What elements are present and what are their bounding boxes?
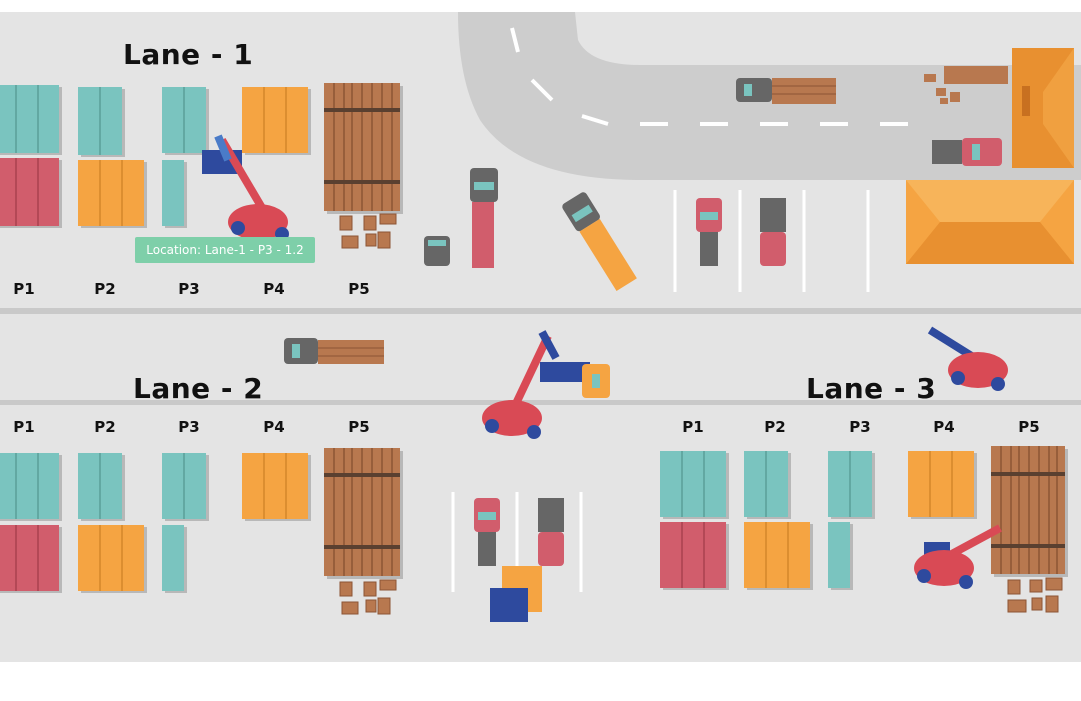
stack-lane3-p1[interactable] bbox=[660, 451, 729, 590]
lane-2-position-label: P4 bbox=[263, 418, 285, 436]
stack-lane1-p5[interactable] bbox=[324, 83, 403, 249]
lane-1-position-label: P4 bbox=[263, 280, 285, 298]
stack-lane2-p1[interactable] bbox=[0, 453, 62, 593]
location-tooltip: Location: Lane-1 - P3 - 1.2 bbox=[135, 237, 315, 263]
stack-lane2-p2[interactable] bbox=[78, 453, 147, 593]
lane-2-position-label: P5 bbox=[348, 418, 370, 436]
stack-lane1-p4[interactable] bbox=[242, 87, 311, 155]
lane-2-position-label: P2 bbox=[94, 418, 116, 436]
lane-3-position-label: P1 bbox=[682, 418, 704, 436]
lane-1-position-label: P2 bbox=[94, 280, 116, 298]
lane-3-position-label: P4 bbox=[933, 418, 955, 436]
parking-lines bbox=[451, 190, 870, 592]
lane-2-position-label: P1 bbox=[13, 418, 35, 436]
stack-lane3-p5[interactable] bbox=[991, 446, 1068, 613]
lane-1-stacks bbox=[0, 83, 403, 249]
stack-lane3-p2[interactable] bbox=[744, 451, 813, 590]
truck-icon[interactable] bbox=[284, 66, 1008, 566]
stack-lane1-p1[interactable] bbox=[0, 85, 62, 228]
lane-1-position-label: P3 bbox=[178, 280, 200, 298]
lane-3-stacks bbox=[660, 446, 1068, 613]
stack-lane2-p4[interactable] bbox=[242, 453, 311, 521]
lane-1-title: Lane - 1 bbox=[123, 38, 254, 71]
lane-2-position-label: P3 bbox=[178, 418, 200, 436]
reach-stacker-icon[interactable] bbox=[202, 134, 1008, 589]
lane-divider-2 bbox=[0, 400, 1081, 405]
lane-3-position-label: P5 bbox=[1018, 418, 1040, 436]
lane-1-position-label: P5 bbox=[348, 280, 370, 298]
stack-lane2-p5[interactable] bbox=[324, 448, 403, 615]
lane-divider-1 bbox=[0, 308, 1081, 314]
stack-lane1-p3[interactable] bbox=[162, 87, 209, 228]
lane-2-title: Lane - 2 bbox=[133, 372, 264, 405]
stack-lane3-p3[interactable] bbox=[828, 451, 875, 590]
lane-3-position-label: P3 bbox=[849, 418, 871, 436]
container-icon[interactable] bbox=[490, 566, 542, 622]
lane-1-position-label: P1 bbox=[13, 280, 35, 298]
stack-lane1-p2[interactable] bbox=[78, 87, 147, 228]
warehouse-icon[interactable] bbox=[906, 48, 1074, 264]
lane-3-title: Lane - 3 bbox=[806, 372, 937, 405]
lane-3-position-label: P2 bbox=[764, 418, 786, 436]
stack-lane3-p4[interactable] bbox=[908, 451, 977, 519]
stack-lane2-p3[interactable] bbox=[162, 453, 209, 593]
lane-2-stacks bbox=[0, 448, 403, 615]
